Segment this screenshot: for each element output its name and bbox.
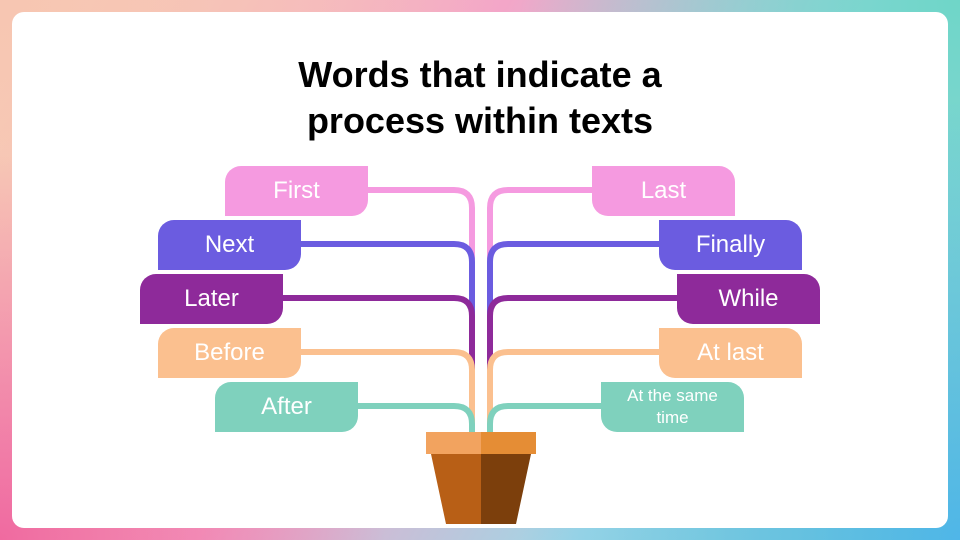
word-tag-next: Next: [158, 220, 301, 270]
word-label: While: [718, 285, 779, 312]
branch-right: [487, 295, 677, 434]
branch-right: [487, 349, 659, 434]
word-label: After: [261, 393, 312, 420]
branch-left: [301, 349, 475, 434]
word-tag-while: While: [677, 274, 820, 324]
word-tag-last: Last: [592, 166, 735, 216]
word-label: Before: [194, 339, 265, 366]
pot-body-left: [431, 454, 481, 524]
flower-pot: [426, 432, 536, 524]
word-label: Last: [640, 177, 687, 204]
pot-body-right: [481, 454, 531, 524]
word-tag-before: Before: [158, 328, 301, 378]
branch-right: [487, 241, 659, 434]
branch-left: [301, 241, 475, 434]
branch-left: [368, 187, 475, 434]
branch-right: [487, 403, 601, 434]
word-label: Later: [184, 285, 239, 312]
word-label: At last: [697, 339, 764, 366]
word-tag-later: Later: [140, 274, 283, 324]
word-tag-at-the-same-time: At the same time: [601, 382, 744, 432]
tree-branches: [283, 187, 677, 434]
word-tag-at-last: At last: [659, 328, 802, 378]
word-label: First: [273, 177, 320, 204]
pot-rim-right: [481, 432, 536, 454]
pot-rim-left: [426, 432, 481, 454]
word-tag-finally: Finally: [659, 220, 802, 270]
word-label: Finally: [695, 231, 766, 258]
branch-left: [358, 403, 475, 434]
word-tag-after: After: [215, 382, 358, 432]
title-line-1: Words that indicate a: [298, 54, 662, 95]
word-tag-first: First: [225, 166, 368, 216]
branch-left: [283, 295, 475, 434]
word-label: At the same time: [627, 386, 718, 427]
title-line-2: process within texts: [306, 100, 654, 141]
word-label: Next: [204, 231, 255, 258]
branch-right: [487, 187, 592, 434]
slide-title: Words that indicate a process within tex…: [0, 52, 960, 144]
